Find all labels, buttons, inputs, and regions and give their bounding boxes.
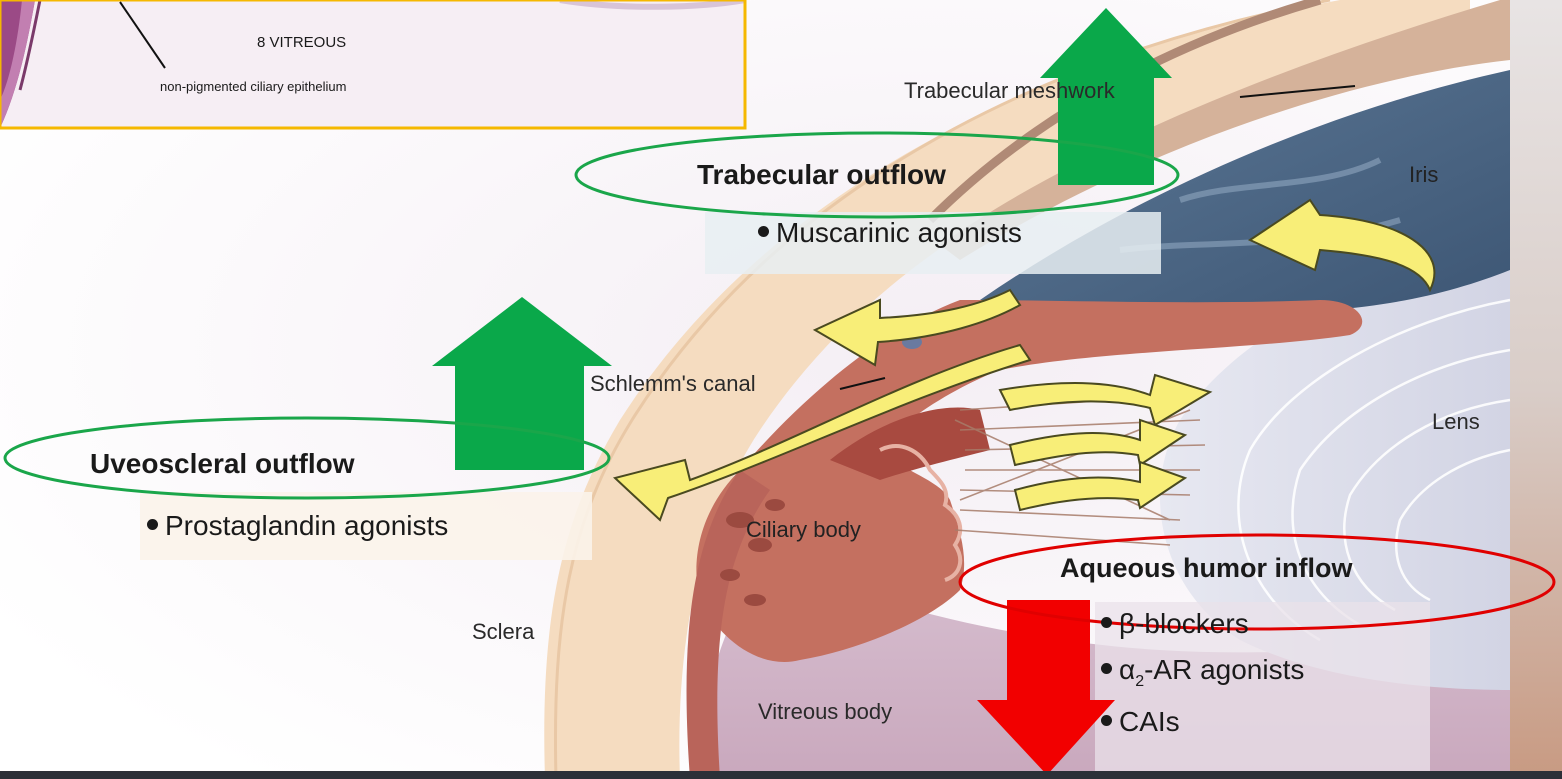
right-edge-panel [1510,0,1562,779]
prostaglandin-agonists-label: Prostaglandin agonists [165,510,448,541]
bullet-icon [147,519,158,530]
bullet-icon [758,226,769,237]
bullet-icon [1101,663,1112,674]
aqueous-inflow-title: Aqueous humor inflow [1060,555,1352,582]
trabecular-drug-item: Muscarinic agonists [758,219,1022,247]
alpha-subscript: 2 [1135,673,1144,690]
bullet-icon [1101,617,1112,628]
aqueous-drug-item-beta: β-blockers [1101,610,1249,638]
trabecular-meshwork-label: Trabecular meshwork [904,80,1115,102]
vitreous-body-label: Vitreous body [758,701,892,723]
bottom-bar [0,771,1562,779]
ciliary-body-label: Ciliary body [746,519,861,541]
aqueous-drug-item-alpha: α2-AR agonists [1101,656,1304,684]
alpha-symbol: α [1119,654,1135,685]
beta-blockers-label: β-blockers [1119,608,1249,639]
trabecular-outflow-title: Trabecular outflow [697,161,946,189]
cais-label: CAIs [1119,706,1180,737]
inset-vitreous-label: 8 VITREOUS [257,35,346,50]
alpha-agonists-label: -AR agonists [1144,654,1304,685]
uveoscleral-drug-item: Prostaglandin agonists [147,512,448,540]
iris-label: Iris [1409,164,1438,186]
muscarinic-agonists-label: Muscarinic agonists [776,217,1022,248]
inset-epithelium-label: non-pigmented ciliary epithelium [160,80,346,93]
lens-label: Lens [1432,411,1480,433]
sclera-label: Sclera [472,621,534,643]
bullet-icon [1101,715,1112,726]
uveoscleral-outflow-title: Uveoscleral outflow [90,450,355,478]
schlemms-canal-label: Schlemm's canal [590,373,756,395]
aqueous-drug-item-cai: CAIs [1101,708,1180,736]
histology-inset [0,0,745,128]
